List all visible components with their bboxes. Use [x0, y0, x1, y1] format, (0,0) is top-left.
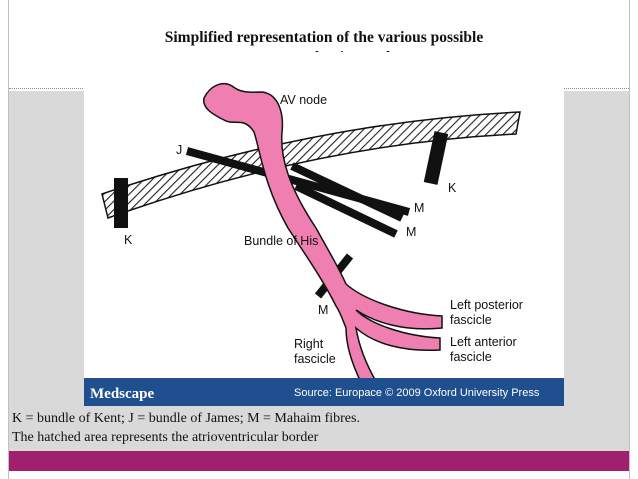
kent-bundle-left: [114, 178, 128, 228]
k-right-label: K: [448, 181, 457, 195]
slide-frame: [8, 0, 630, 479]
m-lower-label: M: [318, 303, 328, 317]
m-upper-label: M: [414, 201, 424, 215]
kent-bundle-right: [423, 131, 449, 185]
figure-footer-bar: [84, 378, 564, 406]
mahaim-fibre-upper: [290, 162, 404, 222]
right-fascicle-label-line-1: Right: [294, 337, 324, 351]
left-posterior-label-line-1: Left posterior: [450, 298, 523, 312]
left-posterior-label-line-2: fascicle: [450, 313, 492, 327]
caption: K = bundle of Kent; J = bundle of James;…: [12, 409, 360, 447]
k-left-label: K: [124, 233, 133, 247]
left-anterior-label-line-2: fascicle: [450, 350, 492, 364]
av-border-hatched: [101, 111, 521, 219]
conduction-pathways-figure: AV node J K K M M M Bundle of His Left p…: [84, 52, 564, 406]
caption-line-1: K = bundle of Kent; J = bundle of James;…: [12, 411, 360, 426]
medscape-logo: Medscape: [90, 386, 154, 402]
left-anterior-label-line-1: Left anterior: [450, 335, 517, 349]
av-node-label: AV node: [280, 93, 327, 107]
figure-source: Source: Europace © 2009 Oxford Universit…: [294, 387, 540, 399]
mahaim-fibre-middle: [294, 182, 398, 238]
j-label: J: [176, 143, 182, 157]
m-middle-label: M: [406, 225, 416, 239]
av-node-bundle-of-his: [203, 82, 443, 393]
bundle-of-his-label: Bundle of His: [244, 234, 318, 248]
bottom-accent-bar: [9, 451, 629, 471]
right-fascicle-label-line-2: fascicle: [294, 352, 336, 366]
caption-line-2: The hatched area represents the atrioven…: [12, 430, 319, 445]
slide-title-line-1: Simplified representation of the various…: [164, 29, 484, 46]
pathway-diagram: AV node J K K M M M Bundle of His Left p…: [84, 82, 564, 406]
